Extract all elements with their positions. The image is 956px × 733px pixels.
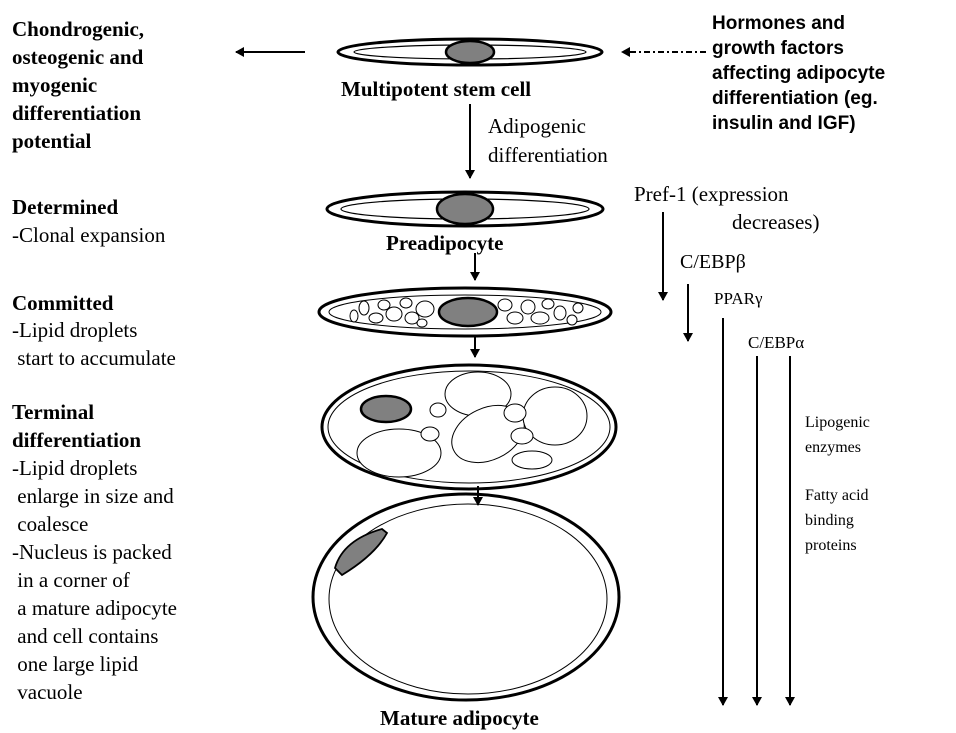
adipogenic-line-2: differentiation — [488, 145, 608, 166]
determined-line-1: -Clonal expansion — [12, 225, 165, 246]
pref1-line-1: Pref-1 (expression — [634, 184, 789, 205]
chondrogenic-line-5: potential — [12, 131, 91, 152]
stage-label-pre: Preadipocyte — [386, 233, 503, 254]
chondrogenic-line-3: myogenic — [12, 75, 97, 96]
fatty-acid-line-3: proteins — [805, 538, 857, 554]
hormones-line-1: Hormones and — [712, 14, 845, 33]
committed-title: Committed — [12, 293, 113, 314]
stem-nucleus — [446, 41, 494, 63]
terminal-line-7: and cell contains — [12, 626, 158, 647]
factor-ppar: PPARγ — [714, 290, 762, 307]
chondrogenic-line-2: osteogenic and — [12, 47, 143, 68]
terminal-line-4: -Nucleus is packed — [12, 542, 172, 563]
terminal-cell — [322, 365, 616, 489]
factor-cebpb: C/EBPβ — [680, 252, 746, 272]
terminal-title-2: differentiation — [12, 430, 141, 451]
stage-label-stem: Multipotent stem cell — [341, 79, 531, 100]
committed-cell — [319, 288, 611, 336]
fatty-acid-line-1: Fatty acid — [805, 488, 869, 504]
hormones-line-4: differentiation (eg. — [712, 89, 878, 108]
chondrogenic-line-4: differentiation — [12, 103, 141, 124]
pref1-line-2: decreases) — [732, 212, 819, 233]
terminal-line-9: vacuole — [12, 682, 83, 703]
stem-cell — [338, 39, 602, 65]
terminal-line-6: a mature adipocyte — [12, 598, 177, 619]
preadipocyte-cell — [327, 192, 603, 226]
factor-cebpa: C/EBPα — [748, 334, 804, 351]
lipogenic-line-2: enzymes — [805, 440, 861, 456]
adipogenic-line-1: Adipogenic — [488, 116, 586, 137]
chondrogenic-line-1: Chondrogenic, — [12, 19, 144, 40]
hormones-line-5: insulin and IGF) — [712, 114, 856, 133]
terminal-nucleus — [361, 396, 411, 422]
mature-cell — [313, 494, 619, 700]
lipogenic-line-1: Lipogenic — [805, 415, 870, 431]
terminal-title-1: Terminal — [12, 402, 94, 423]
committed-nucleus — [439, 298, 497, 326]
terminal-line-2: enlarge in size and — [12, 486, 174, 507]
pre-nucleus — [437, 194, 493, 224]
determined-title: Determined — [12, 197, 118, 218]
fatty-acid-line-2: binding — [805, 513, 854, 529]
stage-label-mature: Mature adipocyte — [380, 708, 539, 729]
terminal-line-8: one large lipid — [12, 654, 138, 675]
terminal-line-1: -Lipid droplets — [12, 458, 137, 479]
terminal-line-3: coalesce — [12, 514, 88, 535]
committed-line-2: start to accumulate — [12, 348, 176, 369]
hormones-line-3: affecting adipocyte — [712, 64, 885, 83]
terminal-line-5: in a corner of — [12, 570, 130, 591]
committed-line-1: -Lipid droplets — [12, 320, 137, 341]
hormones-line-2: growth factors — [712, 39, 844, 58]
